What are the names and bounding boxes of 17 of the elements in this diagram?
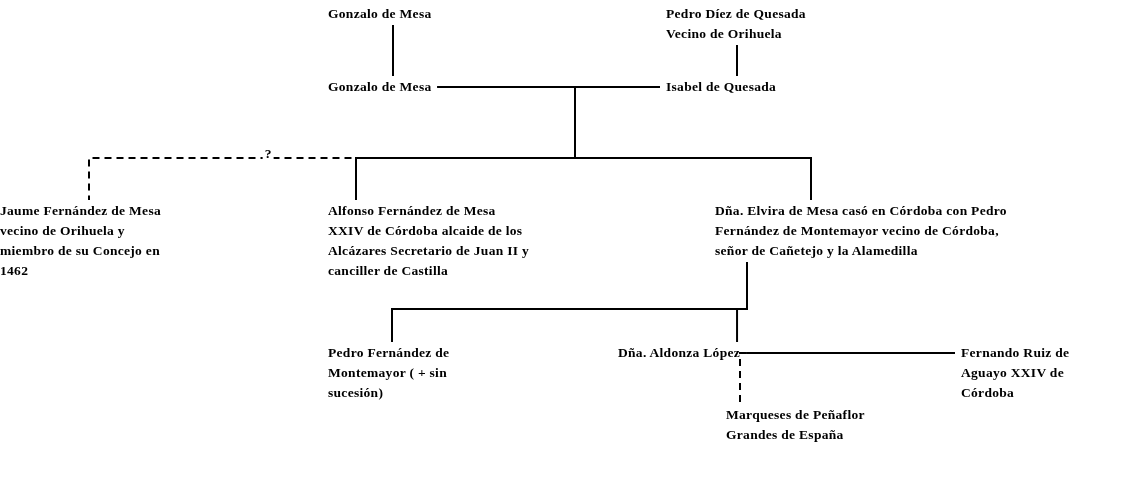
person-entry: Alfonso Fernández de Mesa XXIV de Córdoba alcaide de los Alcázares Secretario de Juan II y canciller de Castilla [328, 201, 533, 281]
person-entry: Pedro Díez de Quesada Vecino de Orihuela [666, 4, 836, 44]
person-entry: Fernando Ruiz de Aguayo XXIV de Córdoba [961, 343, 1083, 403]
connector-line [736, 44, 738, 77]
dashed-line [739, 352, 748, 405]
person-entry: Marqueses de Peñaflor Grandes de España [726, 405, 896, 445]
person-entry: Gonzalo de Mesa [328, 77, 432, 97]
connector-line [436, 86, 812, 201]
person-entry: Dña. Aldonza López [618, 343, 741, 363]
connector-line [392, 24, 394, 77]
person-entry: Isabel de Quesada [666, 77, 777, 97]
person-entry: Dña. Elvira de Mesa casó en Córdoba con Pedro Fernández de Montemayor vecino de Córdoba, señor de Cañetejo y la Alamedilla [715, 201, 1007, 261]
person-entry: Jaume Fernández de Mesa vecino de Orihuela y miembro de su Concejo en 1462 [0, 201, 178, 281]
person-entry: Gonzalo de Mesa [328, 4, 432, 24]
person-entry: Pedro Fernández de Montemayor ( + sin sucesión) [328, 343, 468, 403]
connector-line [745, 352, 956, 354]
connector-line [736, 261, 748, 343]
